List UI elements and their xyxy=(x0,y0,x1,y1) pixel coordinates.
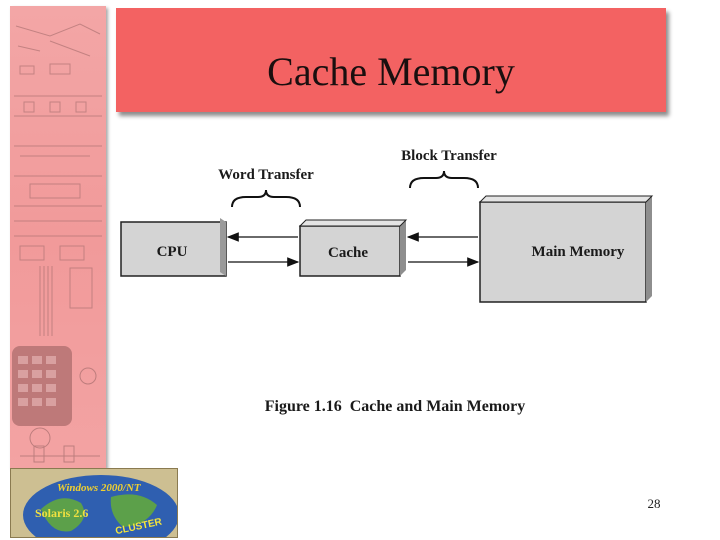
logo-text-solaris: Solaris 2.6 xyxy=(35,506,88,520)
decorative-side-strip xyxy=(10,6,106,468)
word-transfer-label: Word Transfer xyxy=(218,167,314,183)
cpu-label: CPU xyxy=(157,244,188,260)
globe-icon: Windows 2000/NT Solaris 2.6 CLUSTER xyxy=(11,469,177,537)
title-banner: Cache Memory xyxy=(116,8,666,112)
figure-caption: Figure 1.16 Cache and Main Memory xyxy=(265,398,526,415)
main-memory-block: Main Memory xyxy=(478,195,654,303)
word-transfer-brace xyxy=(231,189,301,208)
cache-block: Cache xyxy=(298,219,408,277)
logo-text-windows: Windows 2000/NT xyxy=(57,482,142,494)
cpu-block: CPU xyxy=(120,218,227,277)
main-memory-label: Main Memory xyxy=(532,244,625,260)
circuit-artwork xyxy=(12,23,102,463)
slide-page-number: 28 xyxy=(647,496,661,511)
cache-label: Cache xyxy=(328,245,368,261)
block-transfer-label: Block Transfer xyxy=(401,148,497,164)
cluster-globe-logo: Windows 2000/NT Solaris 2.6 CLUSTER xyxy=(10,468,178,538)
slide-title: Cache Memory xyxy=(267,49,515,94)
block-transfer-brace xyxy=(409,170,479,189)
